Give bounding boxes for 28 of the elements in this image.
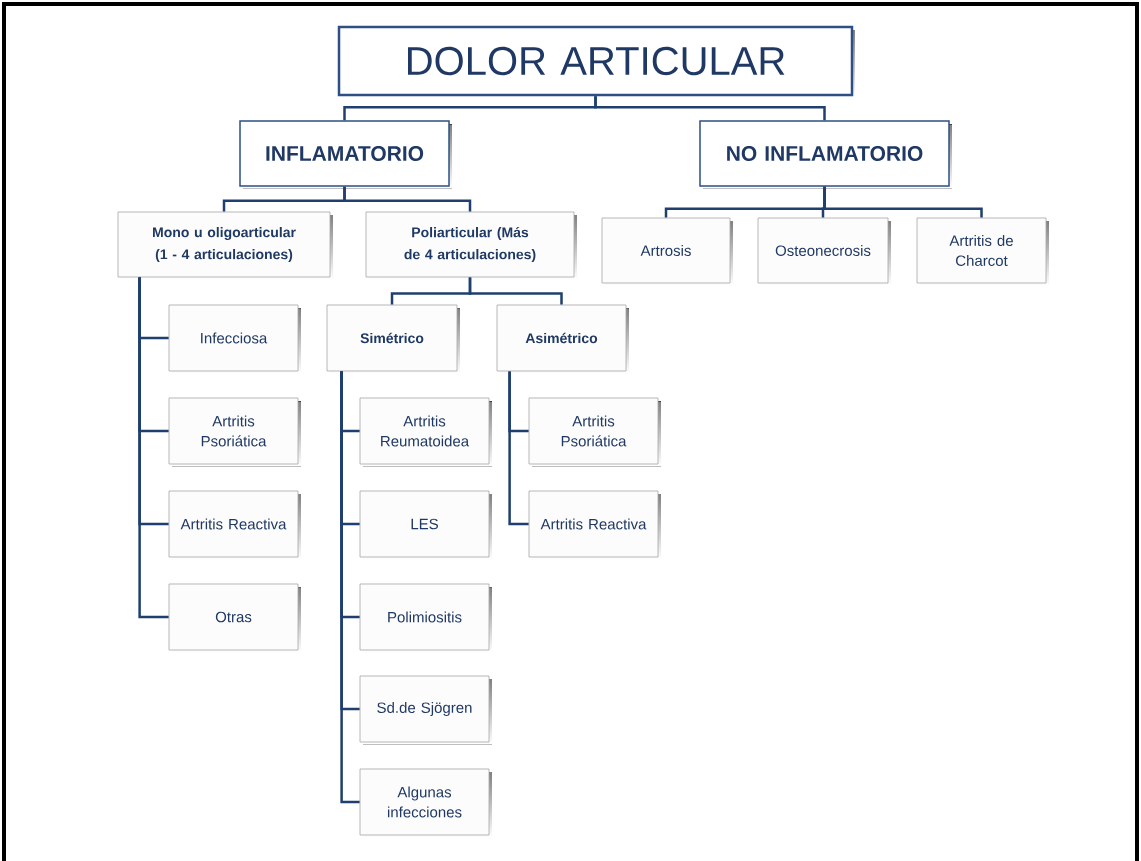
category-box: NO INFLAMATORIO (699, 120, 952, 189)
disease-box: Sd.de Sjögren (359, 675, 492, 745)
connector-line (594, 96, 826, 121)
connector-line (343, 186, 472, 212)
disease-box: Artritis Reactiva (168, 490, 301, 560)
disease-box: Artritis Reumatoidea (359, 397, 492, 467)
title-box: DOLOR ARTICULAR (337, 25, 855, 98)
connector-line (823, 186, 983, 218)
connector-line (138, 277, 169, 619)
disease-box: Algunas infecciones (359, 768, 492, 838)
disease-box: Artrosis (601, 217, 733, 286)
disease-box: Artritis de Charcot (916, 217, 1049, 286)
disease-box: Artritis Psoriática (168, 397, 301, 467)
disease-box: Osteonecrosis (757, 217, 891, 286)
disease-box: Artritis Reactiva (528, 490, 661, 560)
disease-box: Artritis Psoriática (528, 397, 661, 467)
category-box: Mono u oligoarticular (1 - 4 articulaciones) (117, 211, 333, 280)
disease-box: Infecciosa (168, 304, 301, 374)
category-box: Poliarticular (Más de 4 articulaciones) (365, 211, 577, 280)
connector-line (340, 371, 360, 804)
disease-box: LES (359, 490, 492, 560)
category-box: Simétrico (326, 304, 460, 374)
disease-box: Otras (168, 583, 301, 653)
disease-box: Polimiositis (359, 583, 492, 653)
category-box: Asimétrico (496, 304, 629, 374)
connector-line (508, 371, 529, 526)
connector-line (468, 277, 563, 305)
category-box: INFLAMATORIO (239, 120, 452, 189)
